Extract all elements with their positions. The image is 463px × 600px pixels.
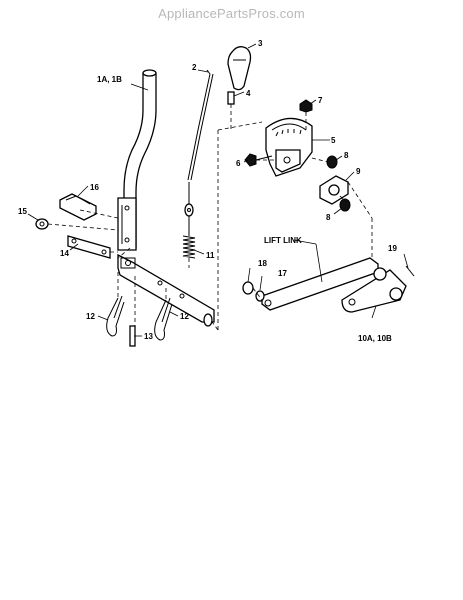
control-cable — [184, 69, 214, 217]
callout-3: 3 — [258, 39, 263, 48]
quadrant-bracket — [265, 117, 313, 177]
lever-handle — [117, 69, 215, 327]
link-plate — [67, 235, 111, 259]
callout-17: 17 — [278, 269, 287, 278]
washer-17 — [255, 290, 265, 302]
callout-4: 4 — [246, 89, 251, 98]
callout-8-lower: 8 — [326, 213, 331, 222]
leader-lines — [27, 43, 409, 337]
washer-18 — [242, 281, 254, 295]
callout-13: 13 — [144, 332, 153, 341]
pin-4 — [227, 91, 235, 105]
callout-12-left: 12 — [86, 312, 95, 321]
callout-lift-link: LIFT LINK — [264, 236, 302, 245]
hairpin-clip-right — [154, 297, 173, 341]
callout-11: 11 — [206, 251, 215, 260]
bolt-7 — [299, 99, 313, 113]
hairpin-clip-left — [106, 295, 125, 337]
callout-14: 14 — [60, 249, 69, 258]
nut-8-lower — [339, 198, 351, 212]
callout-9: 9 — [356, 167, 361, 176]
lift-arm — [341, 267, 407, 313]
spring — [182, 216, 196, 259]
watermark: AppliancePartsPros.com — [158, 6, 305, 21]
callout-12-right: 12 — [180, 312, 189, 321]
knob — [227, 46, 252, 91]
u-bracket — [59, 193, 97, 221]
callout-16: 16 — [90, 183, 99, 192]
callout-19: 19 — [388, 244, 397, 253]
callout-1a-1b: 1A, 1B — [97, 75, 122, 84]
pin-19 — [405, 265, 415, 277]
callout-18: 18 — [258, 259, 267, 268]
nut-8-upper — [326, 155, 338, 169]
callout-2: 2 — [192, 63, 197, 72]
assembly-lines — [47, 104, 373, 331]
bolt-15 — [35, 218, 49, 230]
callout-5: 5 — [331, 136, 336, 145]
callout-15: 15 — [18, 207, 27, 216]
callout-7: 7 — [318, 96, 323, 105]
callout-labels: 1A, 1B 2 3 4 5 6 7 8 8 9 10A, 10B 11 12 … — [18, 39, 397, 343]
callout-6: 6 — [236, 159, 241, 168]
callout-8-upper: 8 — [344, 151, 349, 160]
callout-10a-10b: 10A, 10B — [358, 334, 392, 343]
